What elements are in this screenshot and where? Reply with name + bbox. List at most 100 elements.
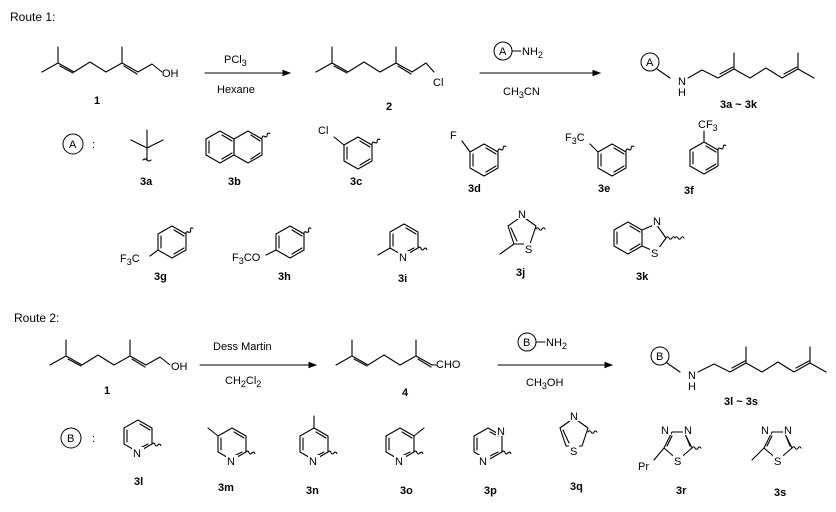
- structure-3p: N N 3p: [473, 425, 512, 497]
- thiadiazole-n1-3r: N: [661, 425, 669, 437]
- group-a-legend: A: [69, 139, 77, 151]
- product-nh-n: N: [678, 76, 686, 88]
- compound-label-3j: 3j: [516, 267, 525, 279]
- structure-3b: 3b: [205, 130, 271, 188]
- substituent-f3co: F3CO: [232, 252, 261, 266]
- structure-3l: N 3l: [123, 419, 162, 488]
- compound-label-3o: 3o: [400, 485, 413, 497]
- group-a-colon: :: [92, 139, 95, 151]
- structure-3i: N 3i: [377, 223, 428, 285]
- compound-label-4: 4: [402, 387, 409, 399]
- pyridine-n-3i: N: [399, 252, 407, 264]
- compound-label-3h: 3h: [278, 271, 291, 283]
- thiadiazole-s-3r: S: [674, 456, 681, 468]
- structure-3h: F3CO 3h: [232, 225, 313, 283]
- product-structure-r1: A N H 3a ~ 3k: [640, 52, 815, 111]
- compound-label-3c: 3c: [350, 176, 362, 188]
- substituent-cf3: CF3: [698, 119, 718, 133]
- amine-group-b: B: [523, 337, 530, 349]
- citral-structure: CHO 4: [335, 339, 461, 399]
- structure-3j: N S 3j: [499, 208, 546, 279]
- cho-label: CHO: [436, 359, 461, 371]
- compound-label-3e: 3e: [598, 183, 610, 195]
- structure-3q: N S 3q: [559, 410, 598, 493]
- structure-3d: F 3d: [450, 130, 507, 195]
- amine-nh2-r2: NH2: [546, 337, 567, 351]
- compound-label-3d: 3d: [468, 183, 481, 195]
- pyrimidine-n1-3p: N: [497, 426, 505, 438]
- structure-3a: 3a: [130, 129, 164, 188]
- geraniol-structure-r2: OH 1: [49, 339, 188, 397]
- product-group-b: B: [656, 351, 663, 363]
- product-structure-r2: B N H 3l ~ 3s: [650, 346, 827, 408]
- pyrimidine-n2-3p: N: [479, 456, 487, 468]
- compound-label-3p: 3p: [484, 485, 497, 497]
- structure-3f: CF3 3f: [684, 119, 727, 197]
- reagent-dess-martin: Dess Martin: [213, 341, 272, 353]
- solvent-ch3oh: CH3OH: [526, 377, 563, 391]
- compound-label-3s: 3s: [774, 487, 786, 499]
- structure-3n: N 3n: [299, 415, 338, 497]
- solvent-ch2cl2: CH2Cl2: [225, 375, 261, 389]
- thiazole-n-3j: N: [518, 209, 526, 221]
- geranyl-chloride-structure: Cl 2: [315, 46, 443, 113]
- compound-label-1: 1: [94, 95, 100, 107]
- structure-3m: N 3m: [207, 427, 256, 494]
- compound-label-3q: 3q: [570, 481, 583, 493]
- product-label-3a-3k: 3a ~ 3k: [720, 99, 758, 111]
- product-nh-h: H: [678, 87, 686, 99]
- compound-label-3k: 3k: [636, 271, 649, 283]
- pyridine-n-3o: N: [395, 456, 403, 468]
- product-group-a: A: [646, 57, 654, 69]
- compound-label-3m: 3m: [218, 482, 234, 494]
- product-label-3l-3s: 3l ~ 3s: [724, 396, 758, 408]
- route1-title: Route 1:: [10, 10, 55, 24]
- amine-group-a: A: [499, 46, 507, 58]
- group-b-colon: :: [92, 433, 95, 445]
- product-nh-h-r2: H: [688, 381, 696, 393]
- structure-3g: F3C 3g: [120, 225, 195, 283]
- structure-3k: N S 3k: [613, 215, 685, 283]
- solvent-hexane: Hexane: [217, 84, 255, 96]
- amine-nh2: NH2: [522, 46, 543, 60]
- compound-label-3a: 3a: [140, 176, 153, 188]
- compound-label-3f: 3f: [684, 185, 694, 197]
- structure-3o: N 3o: [385, 427, 425, 497]
- thiadiazole-n2-3r: N: [684, 425, 692, 437]
- compound-label-3b: 3b: [228, 176, 241, 188]
- compound-label-3n: 3n: [306, 485, 319, 497]
- cl-label: Cl: [433, 77, 443, 89]
- compound-label-1-r2: 1: [104, 385, 110, 397]
- oh-label-r2: OH: [171, 361, 188, 373]
- structure-3c: Cl 3c: [318, 125, 381, 188]
- group-a-legend-circle: [62, 133, 84, 155]
- solvent-ch3cn: CH3CN: [503, 86, 540, 100]
- thiadiazole-n1-3s: N: [761, 425, 769, 437]
- pyridine-n-3m: N: [227, 456, 235, 468]
- compound-label-3l: 3l: [134, 476, 143, 488]
- benzothiazole-s: S: [651, 248, 658, 260]
- thiadiazole-s-3s: S: [774, 456, 781, 468]
- substituent-pr: Pr: [638, 461, 649, 473]
- structure-3e: F3C 3e: [565, 132, 635, 195]
- thiazole-n-3q: N: [570, 411, 578, 423]
- thiadiazole-n2-3s: N: [784, 425, 792, 437]
- compound-label-3r: 3r: [676, 485, 687, 497]
- oh-label: OH: [162, 68, 179, 80]
- structure-3r: N N S Pr 3r: [638, 424, 702, 497]
- compound-label-2: 2: [386, 101, 392, 113]
- substituent-f3c-g: F3C: [120, 253, 140, 267]
- route2-title: Route 2:: [14, 311, 59, 325]
- substituent-f: F: [450, 130, 457, 142]
- substituent-f3c: F3C: [565, 132, 585, 146]
- compound-label-3g: 3g: [154, 271, 167, 283]
- group-b-legend: B: [67, 433, 74, 445]
- thiazole-s-3j: S: [525, 244, 532, 256]
- reagent-pcl3: PCl3: [224, 54, 247, 68]
- product-nh-n-r2: N: [688, 370, 696, 382]
- pyridine-n-3l: N: [133, 448, 141, 460]
- compound-label-3i: 3i: [398, 273, 407, 285]
- structure-3s: N N S 3s: [751, 424, 802, 499]
- geraniol-structure-r1: OH 1: [41, 46, 179, 107]
